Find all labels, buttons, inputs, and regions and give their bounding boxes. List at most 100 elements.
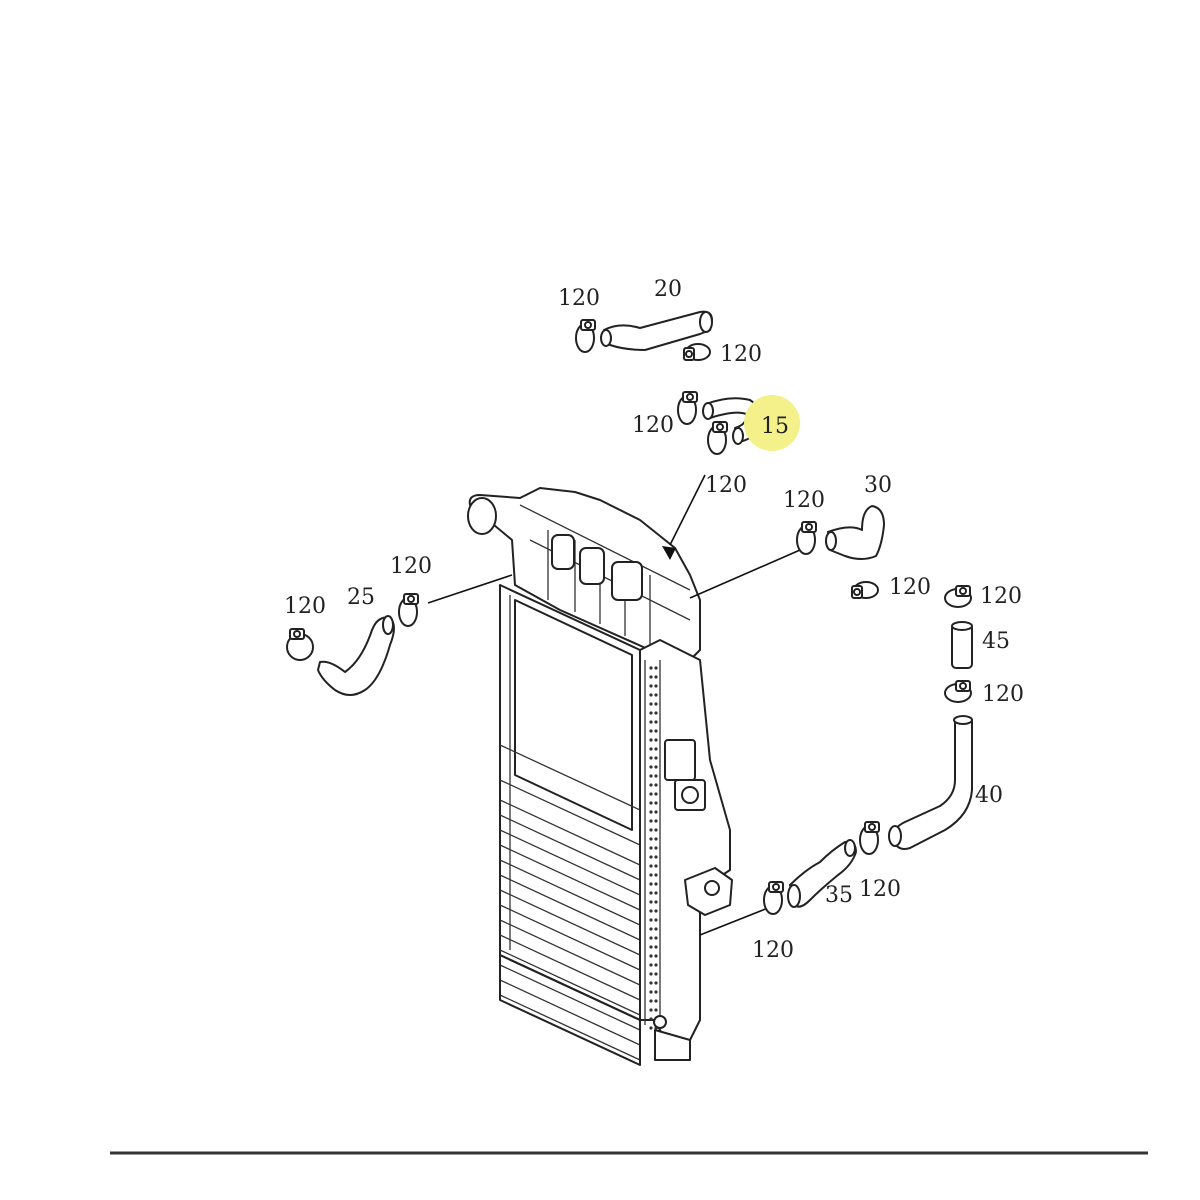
callout-clamp-120: 120: [390, 554, 432, 579]
tank-dot: [649, 774, 653, 778]
tank-dot: [649, 927, 653, 931]
tank-dot: [649, 810, 653, 814]
tank-dot: [649, 918, 653, 922]
tank-dot: [649, 936, 653, 940]
tank-dot: [654, 972, 658, 976]
callout-clamp-120: 120: [783, 488, 825, 513]
clamp-icon: [575, 319, 596, 353]
tank-dot: [649, 765, 653, 769]
tank-dot: [654, 927, 658, 931]
tank-dot: [654, 990, 658, 994]
tank-dot: [649, 909, 653, 913]
tank-dot: [654, 675, 658, 679]
tank-dot: [649, 720, 653, 724]
clamp-icon: [398, 593, 419, 627]
tank-dot: [649, 900, 653, 904]
tank-dot: [654, 729, 658, 733]
tank-dot: [649, 801, 653, 805]
clamp-icon: [944, 680, 972, 703]
side-tank-dots: [649, 666, 658, 1030]
hose-30: [825, 505, 885, 560]
clamp-icon: [944, 585, 972, 608]
radiator-assembly: [467, 487, 733, 1066]
hose-clamps: [286, 319, 972, 915]
tank-dot: [649, 954, 653, 958]
callout-clamp-120: 120: [980, 584, 1022, 609]
tank-dot: [654, 783, 658, 787]
tank-dot: [654, 684, 658, 688]
tank-dot: [654, 720, 658, 724]
tank-dot: [654, 1008, 658, 1012]
tank-dot: [654, 819, 658, 823]
tank-dot: [654, 693, 658, 697]
tank-dot: [649, 756, 653, 760]
callout-clamp-120: 120: [752, 938, 794, 963]
tank-dot: [654, 945, 658, 949]
tank-dot: [654, 846, 658, 850]
clamp-icon: [286, 628, 314, 661]
tank-dot: [649, 666, 653, 670]
tank-dot: [654, 900, 658, 904]
tank-dot: [649, 1008, 653, 1012]
tank-dot: [654, 891, 658, 895]
callout-clamp-120: 120: [558, 286, 600, 311]
clamp-icon: [677, 391, 698, 425]
tank-dot: [654, 711, 658, 715]
clamp-icon: [707, 421, 728, 455]
tank-dot: [649, 855, 653, 859]
callout-hose-15: 15: [761, 414, 789, 439]
tank-dot: [654, 855, 658, 859]
hose-20: [600, 310, 713, 351]
tank-dot: [649, 990, 653, 994]
callout-clamp-120: 120: [859, 877, 901, 902]
callout-hose-40: 40: [975, 783, 1003, 808]
clamp-icon: [851, 581, 879, 599]
callout-hose-25: 25: [347, 585, 375, 610]
callout-hose-20: 20: [654, 277, 682, 302]
tank-dot: [654, 909, 658, 913]
tank-dot: [654, 666, 658, 670]
tank-dot: [654, 864, 658, 868]
callout-clamp-120: 120: [632, 413, 674, 438]
clamp-icon: [763, 881, 784, 915]
tank-dot: [649, 972, 653, 976]
tank-dot: [654, 738, 658, 742]
clamp-icon: [683, 343, 711, 361]
tank-dot: [654, 936, 658, 940]
tank-dot: [654, 954, 658, 958]
tank-dot: [654, 981, 658, 985]
tank-dot: [654, 837, 658, 841]
tank-dot: [654, 801, 658, 805]
tank-dot: [649, 873, 653, 877]
tank-dot: [654, 810, 658, 814]
tank-dot: [649, 828, 653, 832]
tank-dot: [649, 738, 653, 742]
hose-40: [888, 715, 973, 850]
tank-dot: [654, 792, 658, 796]
tank-dot: [649, 702, 653, 706]
hose-25: [317, 615, 395, 696]
tank-dot: [649, 945, 653, 949]
tank-dot: [649, 1026, 653, 1030]
tank-dot: [649, 882, 653, 886]
tank-dot: [649, 819, 653, 823]
callout-clamp-120: 120: [720, 342, 762, 367]
callout-clamp-120: 120: [982, 682, 1024, 707]
callout-clamp-120: 120: [284, 594, 326, 619]
callout-hose-30: 30: [864, 473, 892, 498]
tank-dot: [654, 702, 658, 706]
clamp-icon: [796, 521, 817, 555]
tank-dot: [649, 981, 653, 985]
tank-dot: [649, 837, 653, 841]
tank-dot: [649, 891, 653, 895]
hose-35: [787, 839, 857, 908]
clamp-icon: [859, 821, 880, 855]
callout-clamp-120: 120: [705, 473, 747, 498]
tank-dot: [654, 747, 658, 751]
tank-dot: [654, 828, 658, 832]
tank-dot: [654, 774, 658, 778]
tank-dot: [649, 999, 653, 1003]
tank-dot: [649, 846, 653, 850]
